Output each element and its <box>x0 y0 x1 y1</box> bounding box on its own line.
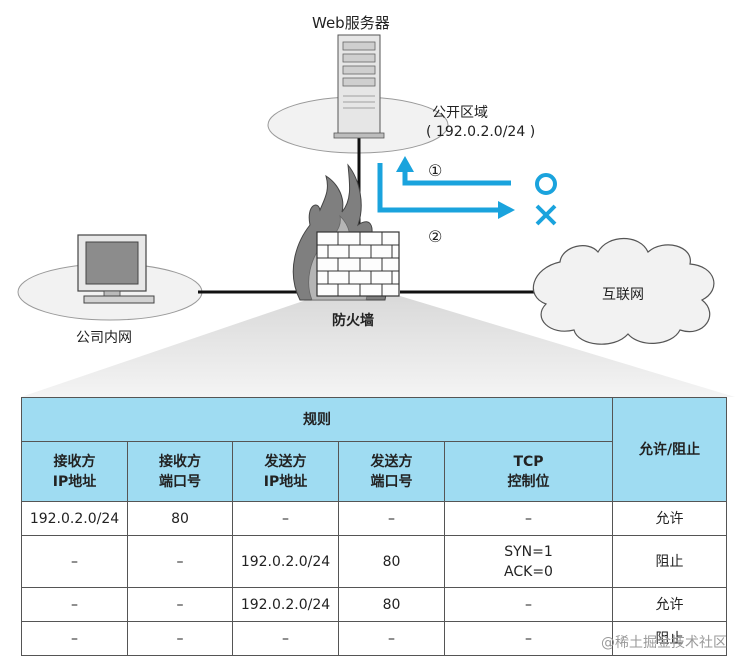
monitor-icon <box>77 234 155 304</box>
allowed-arrow <box>396 156 511 186</box>
table-cell: – <box>232 501 339 536</box>
table-cell: – <box>21 587 128 622</box>
table-cell: – <box>127 621 233 656</box>
table-cell: 80 <box>338 535 445 588</box>
table-row: – – – – – 阻止 <box>21 621 728 656</box>
deny-mark-icon <box>535 204 557 226</box>
table-cell: 80 <box>127 501 233 536</box>
table-cell: – <box>338 501 445 536</box>
network-diagram: ① ② <box>17 34 735 397</box>
table-row: – – 192.0.2.0/24 80 – 允许 <box>21 587 728 622</box>
column-header: 发送方端口号 <box>338 441 445 502</box>
internet-cloud-icon <box>532 238 715 345</box>
arrow1-label: ① <box>428 161 442 180</box>
action-cell: 阻止 <box>612 621 728 656</box>
firewall-projection-beam <box>21 296 735 397</box>
table-cell: – <box>127 535 233 588</box>
public-zone-subnet: ( 192.0.2.0/24 ) <box>426 124 536 140</box>
column-header: 接收方端口号 <box>127 441 233 502</box>
table-cell: – <box>127 587 233 622</box>
action-cell: 阻止 <box>612 535 728 588</box>
web-server-icon <box>333 34 385 139</box>
firewall-label: 防火墙 <box>332 313 374 329</box>
table-cell: – <box>443 501 614 536</box>
web-server-label: Web服务器 <box>312 14 390 32</box>
rules-header: 规则 <box>20 397 614 442</box>
arrow2-label: ② <box>428 227 442 246</box>
brick-wall-icon <box>316 231 400 297</box>
table-cell: – <box>443 621 614 656</box>
table-cell: 192.0.2.0/24 <box>21 501 128 536</box>
table-cell: – <box>232 621 339 656</box>
blocked-arrow <box>377 163 515 219</box>
action-cell: 允许 <box>612 587 728 622</box>
table-cell: – <box>338 621 445 656</box>
public-zone-label: 公开区域 <box>432 105 488 121</box>
intranet-label: 公司内网 <box>76 330 132 346</box>
table-row: 192.0.2.0/24 80 – – – 允许 <box>21 501 728 536</box>
table-cell: 192.0.2.0/24 <box>232 587 339 622</box>
table-cell: – <box>21 621 128 656</box>
table-cell: – <box>21 535 128 588</box>
action-header: 允许/阻止 <box>612 397 728 502</box>
table-cell: 192.0.2.0/24 <box>232 535 339 588</box>
table-cell: 80 <box>338 587 445 622</box>
allow-mark-icon <box>535 173 557 195</box>
table-cell: – <box>443 587 614 622</box>
action-cell: 允许 <box>612 501 728 536</box>
watermark: @稀土掘金技术社区 <box>601 635 727 651</box>
internet-label: 互联网 <box>602 287 644 303</box>
